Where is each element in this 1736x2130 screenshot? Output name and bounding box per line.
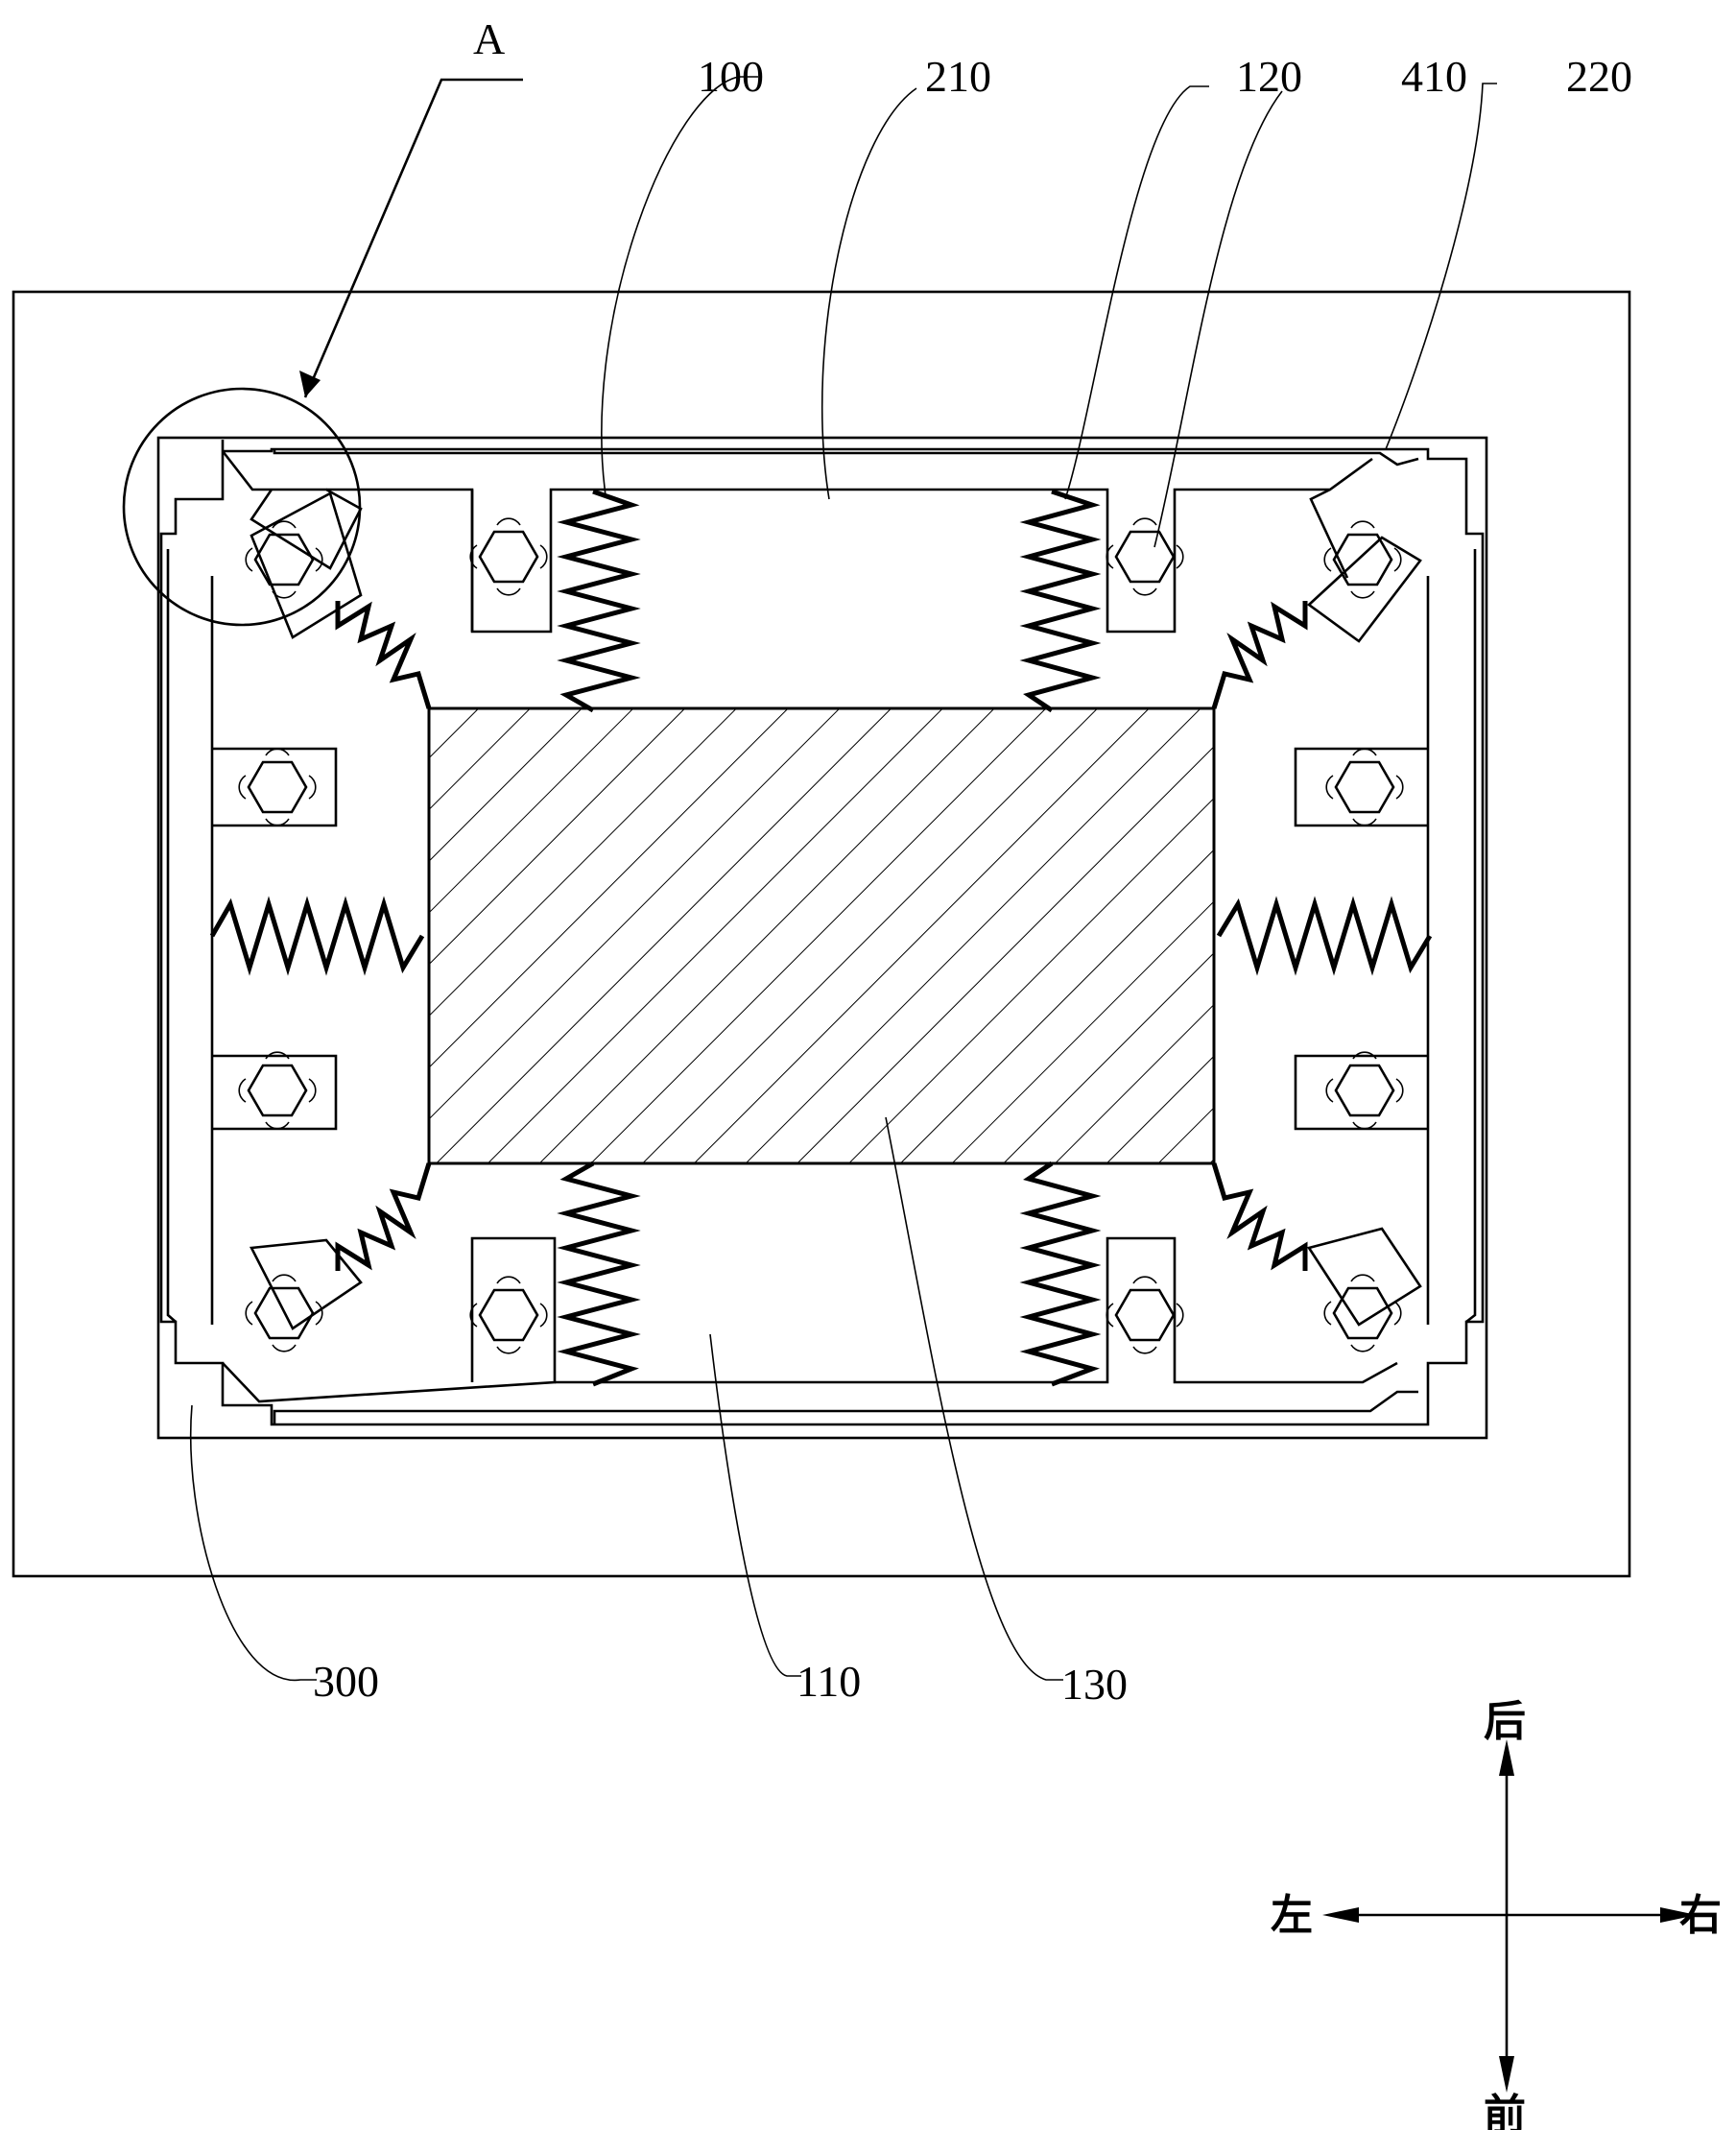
spring-right: [1216, 896, 1433, 976]
label-300: 300: [313, 1657, 379, 1706]
direction-right: 右: [1679, 1891, 1722, 1940]
top-rail: [273, 449, 1419, 467]
label-120: 120: [1236, 52, 1302, 101]
label-110: 110: [797, 1657, 861, 1706]
bracket-outline: [159, 440, 1485, 1426]
spring-corner-tr: [1211, 601, 1308, 709]
direction-back: 后: [1484, 1697, 1526, 1746]
core-block-130: [427, 706, 1216, 1165]
detail-circle-a: [122, 387, 362, 627]
label-a: A: [473, 14, 505, 63]
spring-left: [209, 896, 425, 976]
spring-top-left: [557, 489, 641, 713]
bottom-rail: [273, 1390, 1418, 1424]
label-410: 410: [1401, 52, 1467, 101]
label-130: 130: [1061, 1660, 1128, 1709]
direction-front: 前: [1484, 2091, 1526, 2130]
base-plate-100: [12, 290, 1631, 1578]
left-rail: [166, 549, 177, 1323]
top-block: [221, 450, 363, 570]
spring-corner-br: [1211, 1162, 1308, 1271]
spring-corner-tl: [335, 601, 432, 709]
spring-top-right: [1019, 489, 1102, 713]
right-rail: [1465, 549, 1477, 1324]
label-210: 210: [925, 52, 991, 101]
direction-left: 左: [1271, 1891, 1313, 1940]
spring-bottom-right: [1019, 1161, 1102, 1387]
spring-bottom-left: [557, 1161, 641, 1387]
label-100: 100: [698, 52, 764, 101]
spring-corner-bl: [335, 1162, 432, 1271]
direction-indicator: [1322, 1739, 1697, 2093]
label-220: 220: [1566, 52, 1632, 101]
